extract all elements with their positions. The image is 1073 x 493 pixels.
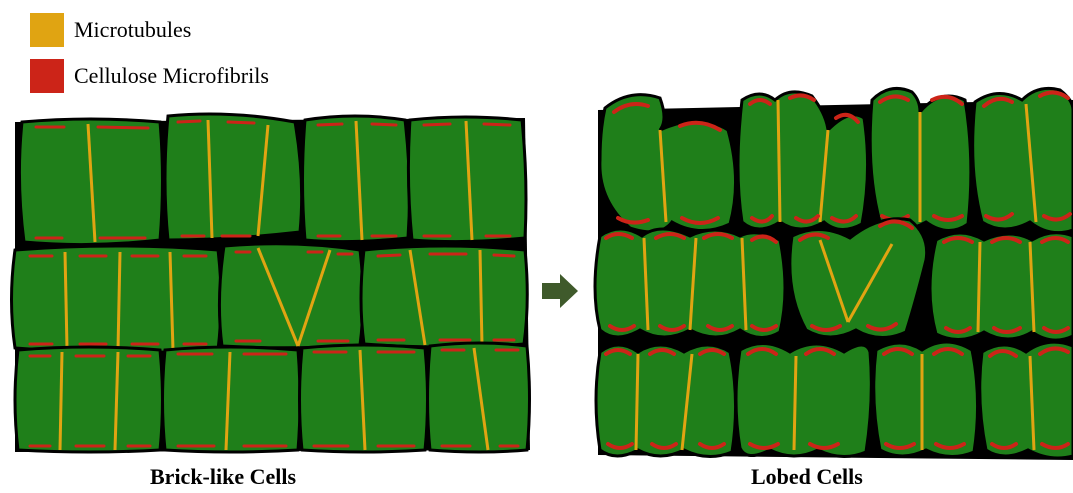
arrow-right-icon: [542, 274, 578, 308]
lobed-cell: [596, 345, 736, 457]
brick-cell: [408, 117, 526, 242]
lobed-cell: [930, 233, 1073, 340]
brick-like-cells-panel: [12, 114, 531, 452]
brick-like-cells-caption: Brick-like Cells: [150, 464, 296, 490]
lobed-cell: [736, 343, 871, 456]
lobed-cells-panel: [595, 88, 1073, 460]
lobed-cell: [874, 342, 978, 457]
brick-cell: [361, 246, 527, 347]
brick-cell: [219, 244, 363, 348]
lobed-cells-caption: Lobed Cells: [751, 464, 863, 490]
brick-cell: [15, 347, 163, 452]
lobed-cell: [980, 342, 1073, 458]
brick-cell: [165, 114, 302, 240]
lobed-cell: [870, 88, 971, 230]
brick-cell: [428, 343, 530, 452]
lobed-cell: [595, 229, 785, 338]
brick-cell: [303, 116, 410, 242]
brick-cell: [163, 347, 301, 452]
lobed-cell: [790, 219, 927, 338]
brick-cell: [300, 345, 428, 452]
brick-cell: [19, 119, 162, 245]
brick-cell: [12, 246, 222, 353]
lobed-cell: [973, 88, 1073, 232]
